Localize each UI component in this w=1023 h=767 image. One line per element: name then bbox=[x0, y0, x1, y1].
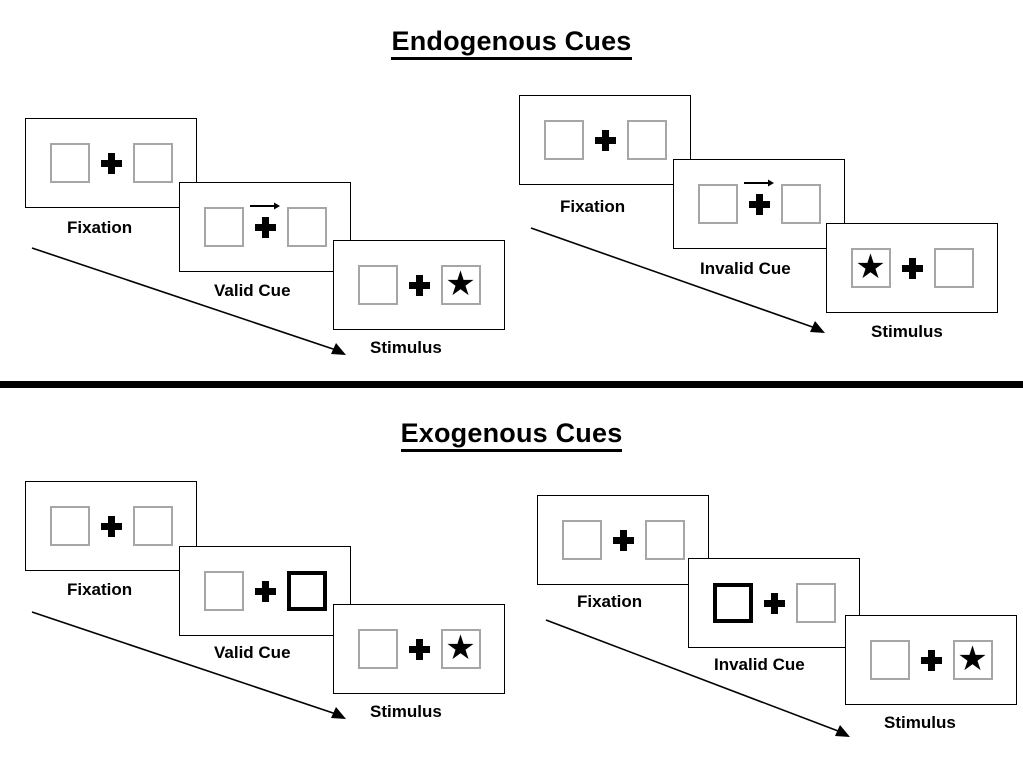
panel-endogenous-valid-stimulus: ★ bbox=[333, 240, 505, 330]
fixation-cross-icon bbox=[744, 179, 774, 215]
fixation-cross-icon bbox=[612, 529, 634, 551]
fixation-cross-icon bbox=[254, 580, 276, 602]
stimulus-box-left bbox=[203, 571, 244, 611]
caption-exogenous-valid-stimulus: Stimulus bbox=[370, 702, 442, 721]
fixation-cross-icon bbox=[901, 257, 923, 279]
panel-endogenous-invalid-stimulus: ★ bbox=[826, 223, 998, 313]
star-target-icon: ★ bbox=[855, 248, 886, 286]
caption-endogenous-invalid-stimulus: Stimulus bbox=[871, 322, 943, 341]
panel-exogenous-valid-fixation bbox=[25, 481, 197, 571]
panel-endogenous-invalid-cue bbox=[673, 159, 845, 249]
stimulus-box-right bbox=[286, 207, 327, 247]
caption-endogenous-valid-stimulus: Stimulus bbox=[370, 338, 442, 357]
stimulus-box-right-target: ★ bbox=[440, 629, 481, 669]
panel-endogenous-invalid-fixation bbox=[519, 95, 691, 185]
stimulus-box-right bbox=[626, 120, 667, 160]
arrow-right-cue-icon bbox=[250, 202, 280, 209]
panel-exogenous-valid-stimulus: ★ bbox=[333, 604, 505, 694]
stimulus-box-right-cued bbox=[286, 571, 327, 611]
caption-exogenous-valid-fixation: Fixation bbox=[67, 580, 133, 599]
caption-exogenous-invalid-cue: Invalid Cue bbox=[714, 655, 805, 674]
section-divider bbox=[0, 381, 1023, 388]
time-flow-arrow-exogenous-invalid bbox=[545, 619, 850, 737]
stimulus-box-right bbox=[795, 583, 836, 623]
stimulus-box-left bbox=[357, 265, 398, 305]
arrow-right-cue-icon bbox=[744, 179, 774, 186]
time-flow-arrow-exogenous-valid bbox=[31, 611, 346, 719]
panel-exogenous-invalid-fixation bbox=[537, 495, 709, 585]
fixation-cross-icon bbox=[100, 152, 122, 174]
stimulus-box-left-target: ★ bbox=[850, 248, 891, 288]
caption-exogenous-invalid-stimulus: Stimulus bbox=[884, 713, 956, 732]
panel-exogenous-invalid-cue bbox=[688, 558, 860, 648]
caption-endogenous-valid-fixation: Fixation bbox=[67, 218, 133, 237]
panel-endogenous-valid-fixation bbox=[25, 118, 197, 208]
stimulus-box-left bbox=[543, 120, 584, 160]
stimulus-box-right-target: ★ bbox=[952, 640, 993, 680]
stimulus-box-left-cued bbox=[712, 583, 753, 623]
fixation-cross-icon bbox=[763, 592, 785, 614]
section-title-exogenous: Exogenous Cues bbox=[0, 418, 1023, 452]
time-flow-arrow-endogenous-invalid bbox=[530, 227, 825, 333]
caption-endogenous-invalid-fixation: Fixation bbox=[560, 197, 626, 216]
section-title-exogenous-text: Exogenous Cues bbox=[400, 418, 623, 452]
fixation-cross-icon bbox=[920, 649, 942, 671]
stimulus-box-left bbox=[697, 184, 738, 224]
stimulus-box-left bbox=[49, 506, 90, 546]
stimulus-box-left bbox=[203, 207, 244, 247]
panel-exogenous-valid-cue bbox=[179, 546, 351, 636]
fixation-cross-icon bbox=[408, 274, 430, 296]
caption-endogenous-invalid-cue: Invalid Cue bbox=[700, 259, 791, 278]
panel-endogenous-valid-cue bbox=[179, 182, 351, 272]
stimulus-box-left bbox=[49, 143, 90, 183]
panel-exogenous-invalid-stimulus: ★ bbox=[845, 615, 1017, 705]
star-target-icon: ★ bbox=[957, 640, 988, 678]
section-title-endogenous: Endogenous Cues bbox=[0, 26, 1023, 60]
stimulus-box-right bbox=[132, 506, 173, 546]
stimulus-box-right bbox=[933, 248, 974, 288]
stimulus-box-right bbox=[132, 143, 173, 183]
fixation-cross-icon bbox=[408, 638, 430, 660]
stimulus-box-right bbox=[644, 520, 685, 560]
fixation-cross-icon bbox=[594, 129, 616, 151]
stimulus-box-right bbox=[780, 184, 821, 224]
stimulus-box-left bbox=[357, 629, 398, 669]
caption-exogenous-valid-cue: Valid Cue bbox=[214, 643, 291, 662]
star-target-icon: ★ bbox=[445, 629, 476, 667]
caption-exogenous-invalid-fixation: Fixation bbox=[577, 592, 643, 611]
time-flow-arrow-endogenous-valid bbox=[31, 247, 346, 355]
stimulus-box-left bbox=[561, 520, 602, 560]
section-title-endogenous-text: Endogenous Cues bbox=[391, 26, 632, 60]
fixation-cross-icon bbox=[100, 515, 122, 537]
fixation-cross-icon bbox=[250, 202, 280, 238]
star-target-icon: ★ bbox=[445, 265, 476, 303]
stimulus-box-left bbox=[869, 640, 910, 680]
caption-endogenous-valid-cue: Valid Cue bbox=[214, 281, 291, 300]
stimulus-box-right-target: ★ bbox=[440, 265, 481, 305]
